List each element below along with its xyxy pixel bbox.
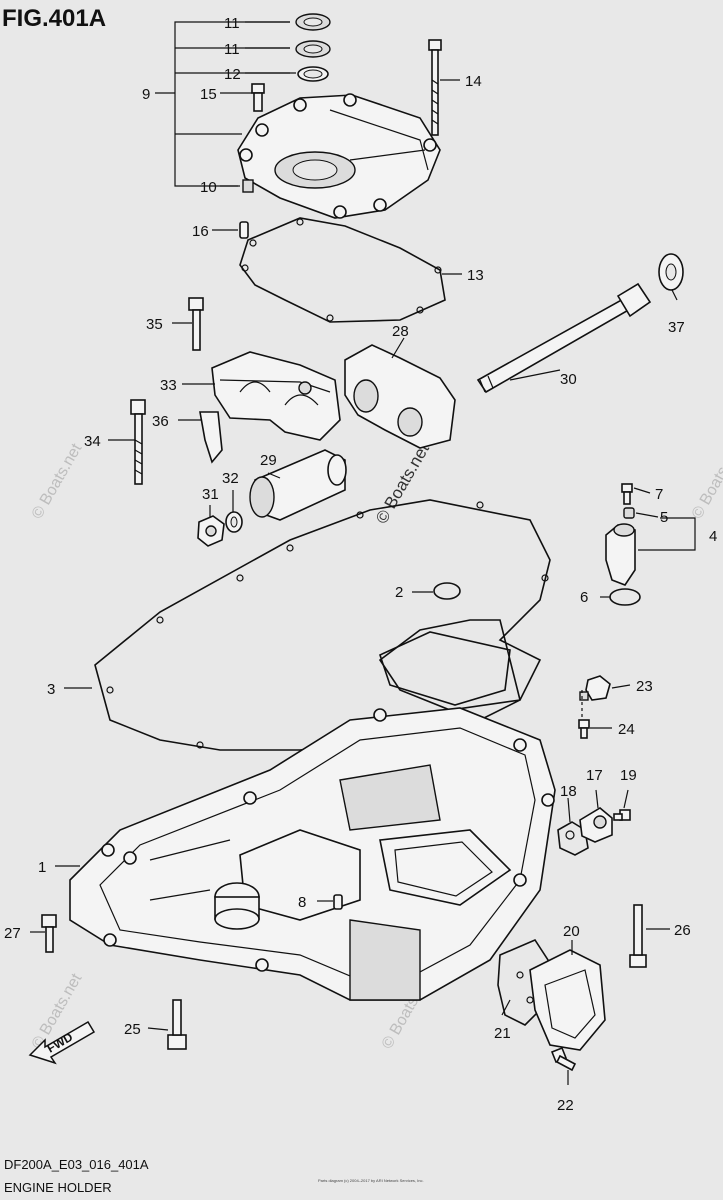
- plug-10: [242, 179, 254, 193]
- callout-7: 7: [655, 486, 663, 503]
- washer-37: [658, 253, 684, 291]
- gasket-13: [239, 217, 446, 323]
- callout-2: 2: [395, 584, 403, 601]
- callout-33: 33: [160, 377, 177, 394]
- callout-23: 23: [636, 678, 653, 695]
- callout-11: 11: [224, 41, 240, 58]
- bracket-9: [174, 21, 290, 187]
- callout-36: 36: [152, 413, 169, 430]
- callout-15: 15: [200, 86, 217, 103]
- callout-26: 26: [674, 922, 691, 939]
- o-ring-6: [609, 588, 641, 606]
- callout-30: 30: [560, 371, 577, 388]
- callout-10: 10: [200, 179, 217, 196]
- callout-4: 4: [709, 528, 717, 545]
- callout-3: 3: [47, 681, 55, 698]
- footer-code: DF200A_E03_016_401A: [4, 1157, 149, 1172]
- sensor-23: [579, 675, 611, 701]
- copyright-line: Parts diagram (c) 2004–2017 by ARI Netwo…: [318, 1178, 424, 1183]
- oil-seals: [295, 13, 331, 82]
- figure-title: FIG.401A: [2, 5, 106, 32]
- nipple-5: [623, 507, 635, 519]
- mount-33: [211, 351, 341, 441]
- watermark: © Boats.net: [689, 440, 723, 522]
- cover-plate: [237, 93, 441, 219]
- callout-11: 11: [224, 15, 240, 32]
- oil-pan-1: [69, 707, 556, 1001]
- dowel-16: [239, 221, 249, 239]
- plate-36: [199, 411, 223, 464]
- bolt-35: [188, 297, 204, 351]
- callout-34: 34: [84, 433, 101, 450]
- callout-21: 21: [494, 1025, 511, 1042]
- callout-6: 6: [580, 589, 588, 606]
- callouts: 11 11 12 9 15 10 16 14 13 35 28 37 30 33…: [4, 15, 717, 1114]
- callout-29: 29: [260, 452, 277, 469]
- watermark: © Boats.net: [29, 440, 86, 522]
- bolt-24: [578, 719, 590, 739]
- cover-17: [579, 807, 613, 843]
- watermark: © Boats.net: [372, 440, 433, 527]
- cover-20: [529, 949, 606, 1051]
- callout-9: 9: [142, 86, 150, 103]
- bracket-28: [344, 344, 456, 449]
- gasket-3: [94, 499, 551, 751]
- callout-27: 27: [4, 925, 21, 942]
- callout-17: 17: [586, 767, 603, 784]
- o-ring-2: [433, 582, 461, 600]
- callout-25: 25: [124, 1021, 141, 1038]
- callout-13: 13: [467, 267, 484, 284]
- gasket-18: [557, 821, 589, 856]
- nut-31: [197, 515, 225, 547]
- bolt-15: [251, 83, 265, 112]
- callout-1: 1: [38, 859, 46, 876]
- bolt-19: [613, 809, 631, 821]
- bolt-7: [621, 483, 633, 505]
- bolt-34: [130, 399, 146, 485]
- bolt-26: [629, 904, 647, 968]
- bolt-27: [41, 914, 57, 953]
- bolt-14: [428, 39, 442, 136]
- callout-12: 12: [224, 66, 241, 83]
- callout-14: 14: [465, 73, 482, 90]
- callout-35: 35: [146, 316, 163, 333]
- callout-22: 22: [557, 1097, 574, 1114]
- footer-name: ENGINE HOLDER: [4, 1180, 112, 1195]
- callout-16: 16: [192, 223, 209, 240]
- dowel-8: [333, 894, 343, 910]
- callout-8: 8: [298, 894, 306, 911]
- bolt-22: [550, 1046, 577, 1072]
- callout-18: 18: [560, 783, 577, 800]
- callout-28: 28: [392, 323, 409, 340]
- callout-19: 19: [620, 767, 637, 784]
- callout-5: 5: [660, 509, 668, 526]
- callout-32: 32: [222, 470, 239, 487]
- callout-31: 31: [202, 486, 219, 503]
- callout-24: 24: [618, 721, 635, 738]
- bolt-25: [167, 999, 187, 1050]
- fitting-4: [605, 523, 636, 586]
- callout-37: 37: [668, 319, 685, 336]
- callout-20: 20: [563, 923, 580, 940]
- bushing-29: [249, 449, 347, 521]
- leader-lines: [30, 21, 678, 1085]
- washer-32: [225, 511, 243, 533]
- bolt-30: [476, 282, 652, 394]
